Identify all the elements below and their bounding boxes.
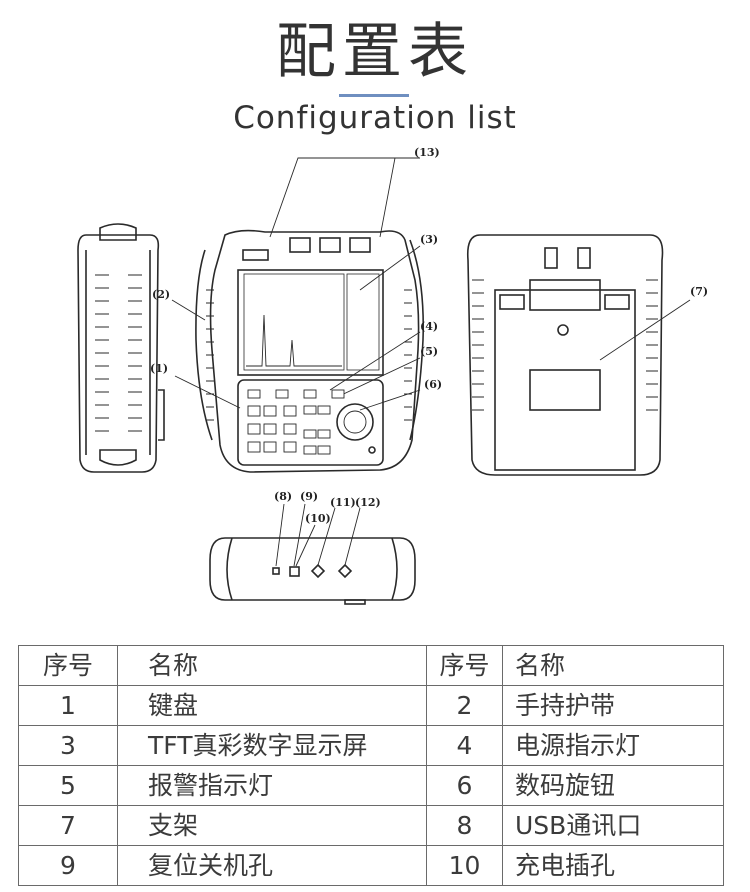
row-name: 报警指示灯 [117,765,427,806]
callout-label: (13) [414,146,440,159]
header-index: 序号 [426,645,503,686]
table-row: 3 TFT真彩数字显示屏 4 电源指示灯 [18,725,724,766]
row-name: 键盘 [117,685,427,726]
callout-label: (5) [420,345,438,358]
header-index: 序号 [18,645,118,686]
header-name: 名称 [502,645,724,686]
row-name: 手持护带 [502,685,724,726]
callout-label: (7) [690,285,708,298]
page-title: 配置表 [276,17,474,87]
row-name: USB通讯口 [502,805,724,846]
row-index: 6 [426,765,503,806]
row-name: 支架 [117,805,427,846]
callout-label: (4) [420,320,438,333]
table-row: 5 报警指示灯 6 数码旋钮 [18,765,724,806]
row-index: 10 [426,845,503,886]
row-index: 4 [426,725,503,766]
callout-label: (9) [300,490,318,503]
row-index: 8 [426,805,503,846]
row-index: 2 [426,685,503,726]
header-name: 名称 [117,645,427,686]
callout-label: (6) [424,378,442,391]
table-row: 7 支架 8 USB通讯口 [18,805,724,846]
row-name: 复位关机孔 [117,845,427,886]
side-view-device [77,223,165,473]
callout-label: (12) [355,496,381,509]
row-name: 电源指示灯 [502,725,724,766]
callout-label: (11) [330,496,356,509]
table-header-row: 序号 名称 序号 名称 [18,645,724,686]
row-name: TFT真彩数字显示屏 [117,725,427,766]
row-index: 5 [18,765,118,806]
callout-label: (3) [420,233,438,246]
configuration-table: 序号 名称 序号 名称 1 键盘 2 手持护带 3 TFT真彩数字显示屏 4 电… [18,645,724,886]
page-subtitle: Configuration list [233,100,517,136]
row-index: 7 [18,805,118,846]
row-name: 充电插孔 [502,845,724,886]
row-index: 1 [18,685,118,726]
callout-label: (1) [150,362,168,375]
callout-label: (8) [274,490,292,503]
table-row: 9 复位关机孔 10 充电插孔 [18,845,724,886]
callout-label: (10) [305,512,331,525]
title-underline [339,94,409,97]
row-index: 3 [18,725,118,766]
back-view-device [466,234,664,476]
device-diagram: (13) (3) (2) (1) (4) (5) (6) (7) (8) (9)… [0,140,750,620]
callout-label: (2) [152,288,170,301]
row-index: 9 [18,845,118,886]
table-row: 1 键盘 2 手持护带 [18,685,724,726]
row-name: 数码旋钮 [502,765,724,806]
bottom-view-device [209,537,416,605]
front-view-device [195,229,425,473]
